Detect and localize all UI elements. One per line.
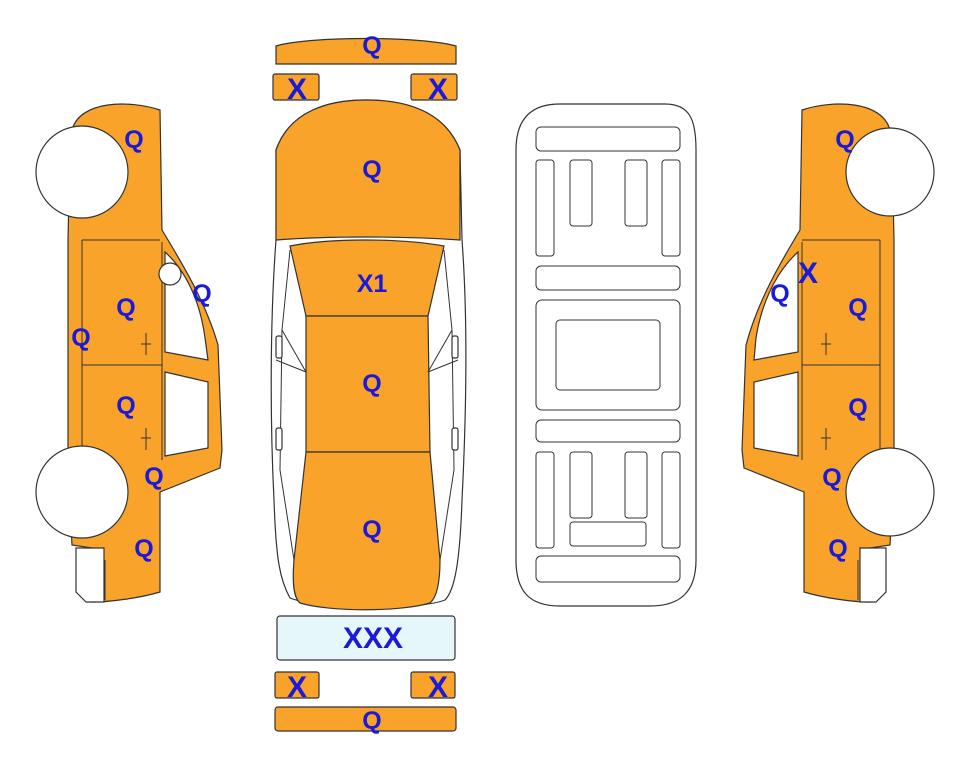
underside-view <box>515 103 697 607</box>
label-rear-right-corner[interactable]: X <box>428 671 448 704</box>
label-roof-front[interactable]: X1 <box>357 270 388 298</box>
right-rear-bumper <box>859 547 887 603</box>
label-left-rear-wheel-arch[interactable]: Q <box>144 463 163 491</box>
label-rear-bumper[interactable]: Q <box>362 707 381 735</box>
right-side-view: Q X Q Q Q Q Q <box>741 103 935 603</box>
top-view: Q X X Q X1 Q Q XXX X X Q <box>270 32 467 735</box>
left-mirror <box>158 262 182 286</box>
label-left-rear-quarter[interactable]: Q <box>134 535 153 563</box>
left-rear-bumper <box>75 547 105 603</box>
label-license-plate[interactable]: XXX <box>343 622 403 655</box>
label-left-rear-door[interactable]: Q <box>116 392 135 420</box>
left-rear-window <box>164 371 209 457</box>
label-left-rocker[interactable]: Q <box>71 324 90 352</box>
front-bumper[interactable] <box>275 37 457 65</box>
trunk[interactable] <box>292 451 441 611</box>
label-right-rear-door[interactable]: Q <box>848 394 867 422</box>
label-right-front-fender[interactable]: Q <box>835 126 854 154</box>
rear-right-corner[interactable] <box>410 671 456 699</box>
roof-front[interactable] <box>289 239 445 317</box>
label-left-front-door[interactable]: Q <box>116 294 135 322</box>
front-right-corner[interactable] <box>410 73 458 101</box>
rear-left-corner[interactable] <box>274 671 320 699</box>
label-front-bumper[interactable]: Q <box>362 32 381 60</box>
right-rear-wheel <box>845 447 935 537</box>
label-left-a-pillar[interactable]: Q <box>192 280 211 308</box>
right-front-wheel <box>845 127 935 217</box>
rear-bumper[interactable] <box>274 706 457 732</box>
label-hood[interactable]: Q <box>362 156 381 184</box>
hood[interactable] <box>275 99 461 241</box>
right-front-window <box>753 250 799 361</box>
label-right-rear-quarter[interactable]: Q <box>828 535 847 563</box>
label-right-rear-wheel-arch[interactable]: Q <box>822 464 841 492</box>
label-front-left-corner[interactable]: X <box>287 73 307 106</box>
label-right-a-pillar-q[interactable]: Q <box>770 280 789 308</box>
label-right-front-door[interactable]: Q <box>848 294 867 322</box>
left-front-wheel <box>35 125 129 219</box>
label-roof[interactable]: Q <box>362 370 381 398</box>
label-left-front-fender[interactable]: Q <box>124 126 143 154</box>
license-plate[interactable] <box>276 615 456 661</box>
left-rear-wheel <box>35 445 129 539</box>
label-right-a-pillar-x[interactable]: X <box>798 257 818 290</box>
label-trunk[interactable]: Q <box>362 516 381 544</box>
label-rear-left-corner[interactable]: X <box>287 671 307 704</box>
front-left-corner[interactable] <box>272 73 320 101</box>
label-front-right-corner[interactable]: X <box>428 73 448 106</box>
right-rear-window <box>753 371 799 457</box>
left-side-view: Q Q Q Q Q Q Q <box>35 103 223 603</box>
